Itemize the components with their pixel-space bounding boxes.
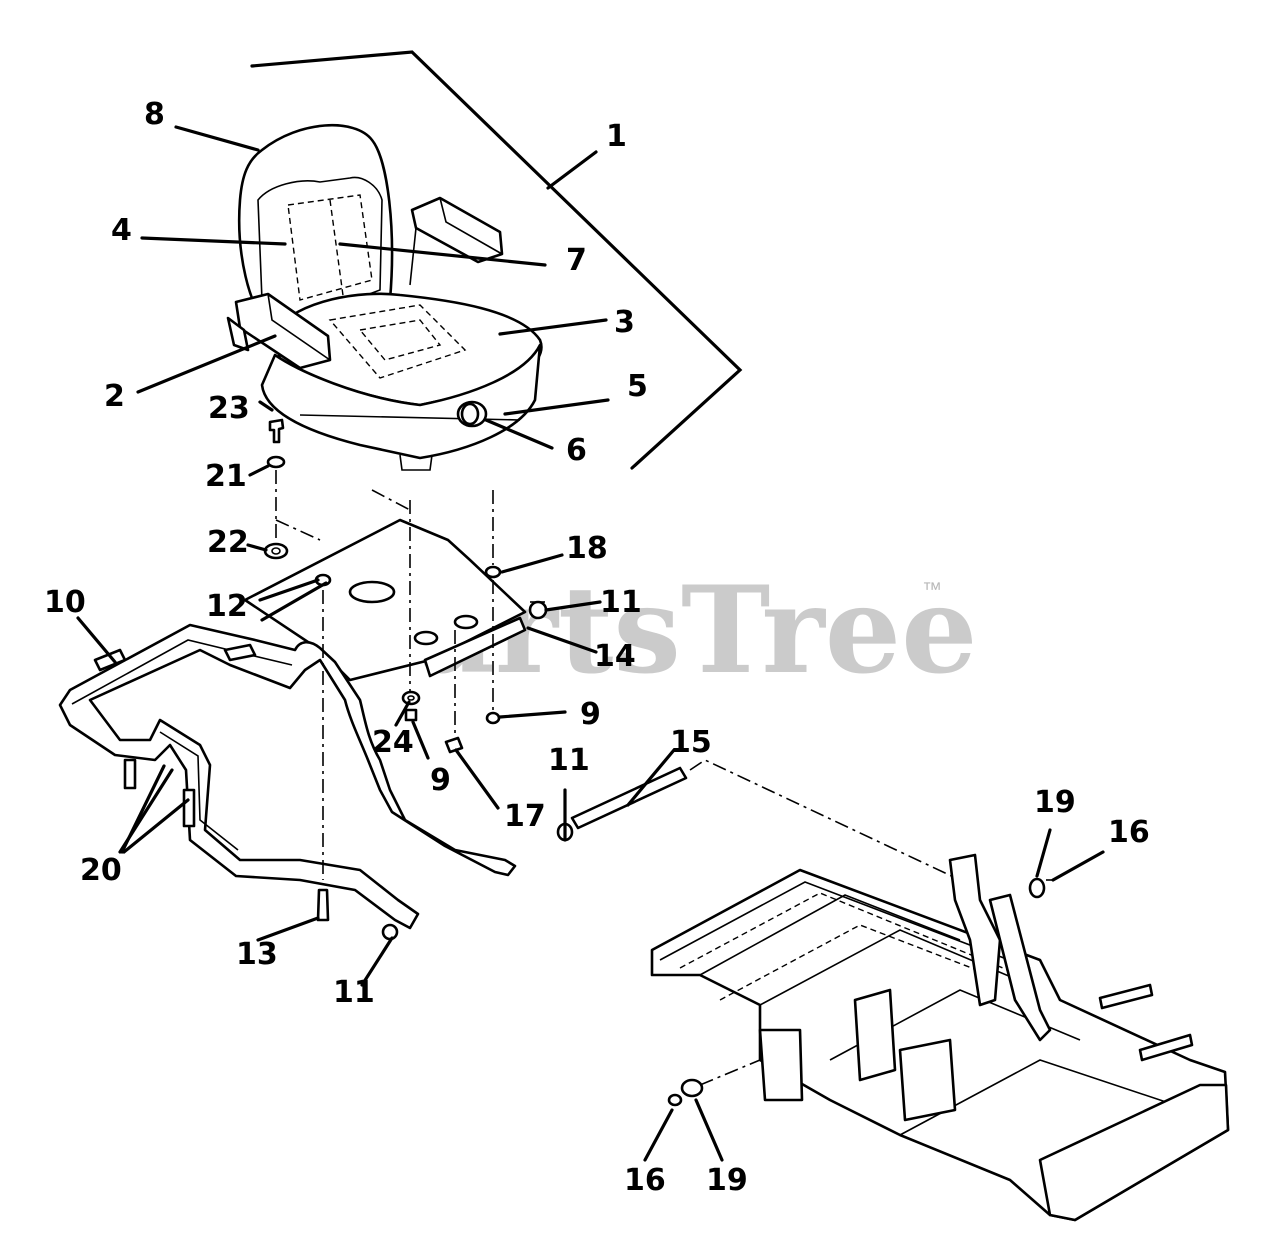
callout-9-right: 9	[580, 697, 601, 732]
callout-14: 14	[594, 639, 636, 674]
assembly-bracket	[250, 50, 743, 470]
callout-11-frame: 11	[333, 975, 375, 1010]
callout-6: 6	[566, 433, 587, 468]
seat	[226, 123, 543, 471]
leader-lines	[76, 125, 1105, 1162]
callout-3: 3	[614, 305, 635, 340]
callout-1: 1	[606, 119, 627, 154]
callout-labels: 1 2 3 4 5 6 7 8 9 9 10 11 11 11 12 13 14…	[44, 97, 1150, 1198]
callout-17: 17	[504, 799, 546, 834]
watermark-trademark: ™	[922, 579, 942, 601]
callout-11-rod: 11	[548, 743, 590, 778]
chassis	[650, 853, 1230, 1222]
callout-24: 24	[372, 725, 414, 760]
hardware-upper-left	[263, 418, 321, 560]
frame-rod	[316, 590, 399, 941]
callout-20: 20	[80, 853, 122, 888]
callout-13: 13	[236, 937, 278, 972]
callout-8: 8	[144, 97, 165, 132]
callout-21: 21	[205, 459, 247, 494]
callout-16-right: 16	[1108, 815, 1150, 850]
callout-15: 15	[670, 725, 712, 760]
callout-22: 22	[207, 525, 249, 560]
callout-7: 7	[566, 243, 587, 278]
pivot-rod	[556, 759, 961, 881]
callout-18: 18	[566, 531, 608, 566]
seat-pan	[243, 489, 527, 740]
callout-19-lower: 19	[706, 1163, 748, 1198]
callout-10: 10	[44, 585, 86, 620]
seat-frame	[58, 623, 517, 930]
callout-9-lower: 9	[430, 763, 451, 798]
callout-12: 12	[206, 589, 248, 624]
callout-11-pan: 11	[600, 585, 642, 620]
callout-23: 23	[208, 391, 250, 426]
callout-4: 4	[111, 213, 132, 248]
callout-5: 5	[627, 369, 648, 404]
callout-19-right: 19	[1034, 785, 1076, 820]
callout-16-lower: 16	[624, 1163, 666, 1198]
callout-2: 2	[104, 379, 125, 414]
